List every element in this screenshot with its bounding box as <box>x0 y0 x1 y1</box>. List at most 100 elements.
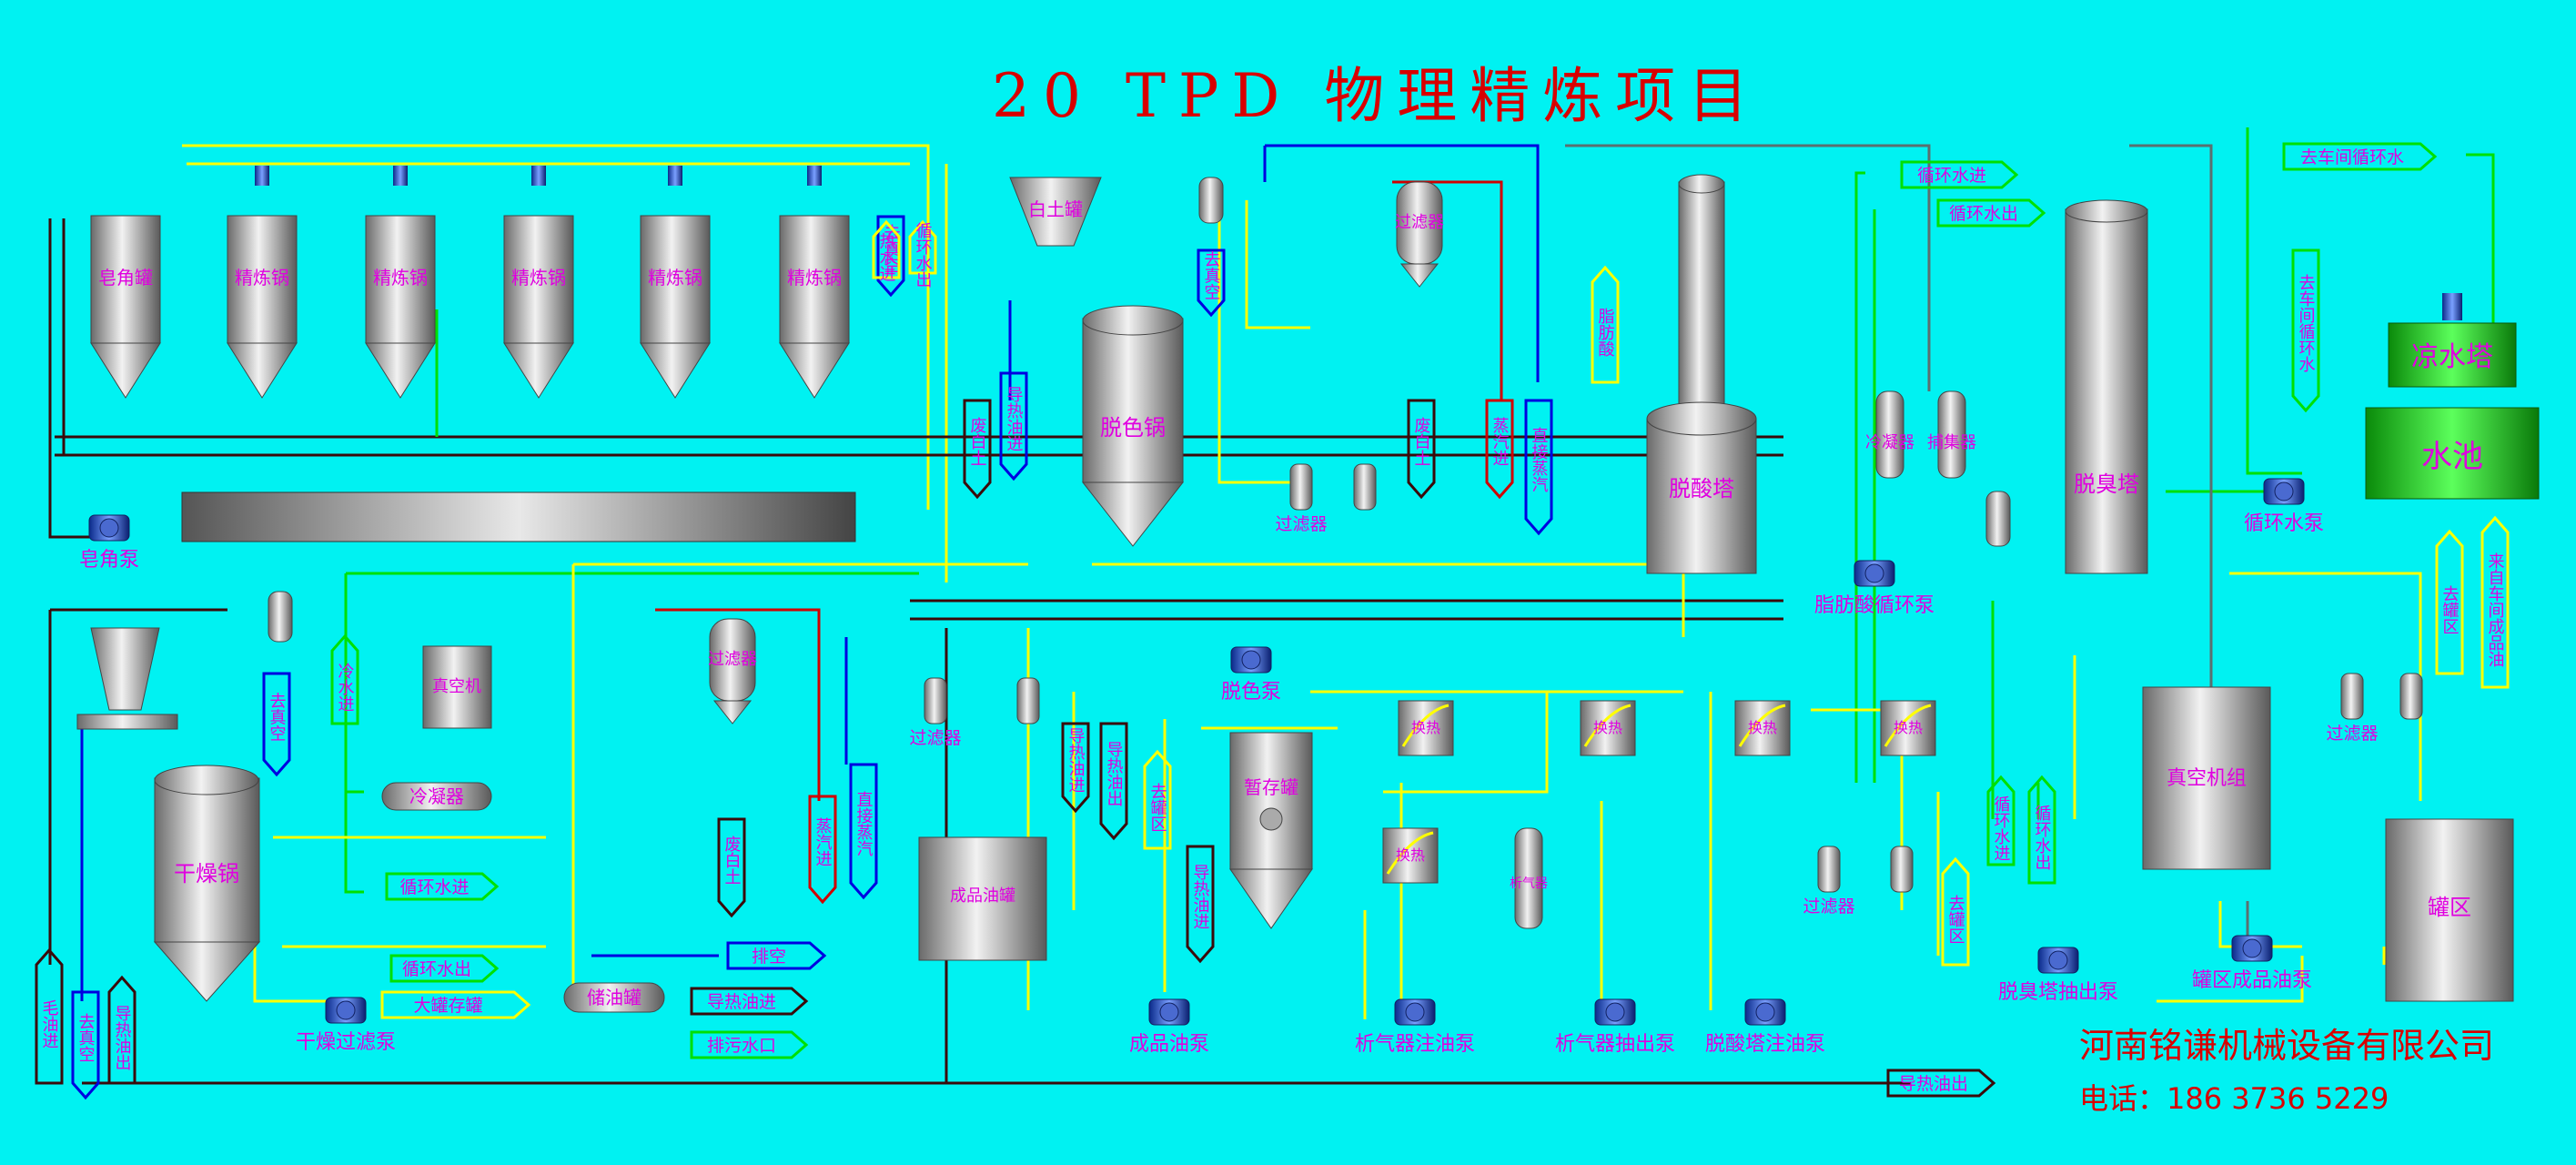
soap-tank-label: 皂角罐 <box>98 267 153 289</box>
product-pump-label: 成品油泵 <box>1129 1033 1209 1056</box>
heat-exchanger-4: 换热 <box>1880 700 1936 756</box>
filter-3-label: 过滤器 <box>1275 514 1327 534</box>
circ-water-in-left-label: 循环水进 <box>399 877 469 897</box>
filter-3: 过滤器 <box>1275 463 1328 534</box>
thermal-oil-out-box-label: 导热油出 <box>1899 1074 1968 1094</box>
steam-in-top: 蒸汽进 <box>1485 399 1514 500</box>
waste-clay-bleach: 废白土 <box>963 399 992 500</box>
product-oil-tank-label: 成品油罐 <box>950 886 1015 906</box>
small-tank-left <box>268 591 293 643</box>
heat-exchanger-1: 换热 <box>1398 700 1454 756</box>
product-oil-tank: 成品油罐 <box>918 836 1047 961</box>
small-vessel-deodor <box>1985 491 2011 547</box>
heat-exchanger-5-label: 换热 <box>1396 846 1425 864</box>
circ-water-in-top: 循环水进 <box>1900 160 2019 189</box>
clay-hopper: 白土罐 <box>1009 177 1102 247</box>
small-tank-top <box>1198 177 1224 224</box>
circ-out-right: 循环水出 <box>2027 775 2056 885</box>
heat-exchanger-3: 换热 <box>1734 700 1791 756</box>
generated-pumps: 皂角泵干燥过滤泵脱色泵成品油泵析气器注油泵析气器抽出泵脱酸塔注油泵脂肪酸循环泵脱… <box>79 478 2324 1056</box>
filter-5-label: 过滤器 <box>1803 897 1854 917</box>
to-workshop-water-box: 去车间循环水 <box>2282 142 2438 171</box>
temp-tank-label: 暂存罐 <box>1244 776 1298 798</box>
circ-water-out-top-label: 循环水出 <box>1949 204 2018 224</box>
big-tank-box-label: 大罐存罐 <box>413 996 482 1016</box>
deacid-tower-label: 脱酸塔 <box>1669 476 1734 501</box>
vacuum-machine-label: 真空机 <box>432 677 481 696</box>
to-tank-area-box: 去罐区 <box>1941 856 1970 967</box>
circ-out-right-label: 循环水出 <box>2033 805 2052 870</box>
deacid-feed-pump: 脱酸塔注油泵 <box>1705 998 1825 1056</box>
from-workshop-water-box: 去车间循环水 <box>2291 248 2320 413</box>
filter-7: 过滤器 <box>2326 673 2379 744</box>
to-vacuum-top: 去真空 <box>1197 248 1226 318</box>
refining-tank: 精炼锅 <box>365 166 436 399</box>
degasser-feed-pump: 析气器注油泵 <box>1355 998 1475 1056</box>
catcher: 捕集器 <box>1927 390 1976 479</box>
to-vacuum-bleach-label: 去真空 <box>882 224 901 273</box>
fatty-acid-pump-label: 脂肪酸循环泵 <box>1814 594 1935 617</box>
thermal-out-left: 导热油出 <box>107 975 136 1085</box>
thermal-out-left-label: 导热油出 <box>113 1005 132 1070</box>
clay-hopper-label: 白土罐 <box>1028 198 1083 220</box>
thermal-oil-in-box: 导热油进 <box>690 987 809 1016</box>
generated-vessels: 过滤器过滤器过滤器过滤器过滤器过滤器换热换热换热换热换热析气器冷凝器捕集器白土罐 <box>76 177 2423 929</box>
product-pump: 成品油泵 <box>1129 998 1209 1056</box>
refining-tank-label: 精炼锅 <box>787 267 842 289</box>
sewage-box-label: 排污水口 <box>707 1036 776 1056</box>
to-vacuum-left: 去真空 <box>71 990 100 1100</box>
degasser-feed-pump-label: 析气器注油泵 <box>1355 1033 1475 1056</box>
drying-pot: 干燥锅 <box>153 765 261 1002</box>
to-tank-area-right-label: 去罐区 <box>2440 585 2460 634</box>
tank-product-pump: 罐区成品油泵 <box>2192 935 2312 992</box>
to-vacuum-top-label: 去真空 <box>1202 250 1221 299</box>
filter-2 <box>1016 677 1040 724</box>
fatty-acid-box-label: 脂肪酸 <box>1596 308 1615 357</box>
vacuum-unit-label: 真空机组 <box>2167 767 2247 790</box>
filter-pot-2: 过滤器 <box>708 618 757 724</box>
hot-water-box-label: 热水进 <box>877 232 896 281</box>
water-pool-label: 水池 <box>2421 439 2483 475</box>
from-workshop-right-label: 来自车间成品油 <box>2486 552 2505 667</box>
company-name: 河南铭谦机械设备有限公司 <box>2079 1026 2494 1066</box>
thermal-oil-out-box: 导热油出 <box>1886 1069 1996 1098</box>
catcher-label: 捕集器 <box>1927 433 1976 452</box>
refining-tank-label: 精炼锅 <box>373 267 428 289</box>
steam-in-mid: 蒸汽进 <box>808 795 837 905</box>
thermal-in-mid-label: 导热油进 <box>1066 727 1086 793</box>
deacid-feed-pump-label: 脱酸塔注油泵 <box>1705 1033 1825 1056</box>
refining-tank-label: 精炼锅 <box>648 267 702 289</box>
filter-pot-1: 过滤器 <box>1395 181 1444 288</box>
waste-top-label: 废白土 <box>1412 417 1431 466</box>
soap-tank: 皂角罐 <box>90 215 161 399</box>
deodor-tower: 脱臭塔 <box>2065 199 2148 574</box>
thermal-in-low: 导热油进 <box>1186 845 1215 964</box>
circ-water-out-left-label: 循环水出 <box>402 959 471 979</box>
tank-area: 罐区 <box>2385 818 2514 1002</box>
sewage-box: 排污水口 <box>690 1030 809 1059</box>
circ-water-pump: 循环水泵 <box>2244 478 2324 535</box>
direct-steam-top: 直接蒸汽 <box>1524 399 1553 536</box>
refining-tank: 精炼锅 <box>227 166 298 399</box>
drying-filter-pump: 干燥过滤泵 <box>296 997 396 1054</box>
waste-clay-bleach-label: 废白土 <box>968 417 987 466</box>
thermal-out-mid: 导热油出 <box>1099 722 1128 841</box>
waste-clay-mid-label: 废白土 <box>722 836 742 885</box>
circ-out-box-label: 循环水出 <box>914 222 933 288</box>
pipe-network <box>48 127 2495 1085</box>
main-header-pipe <box>181 491 856 542</box>
phone-number: 电话：186 3736 5229 <box>2079 1081 2389 1116</box>
cooling-tower: 凉水塔 <box>2388 293 2517 388</box>
from-workshop-water-box-label: 去车间循环水 <box>2297 274 2316 372</box>
degasser: 析气器 <box>1510 827 1548 929</box>
deodor-tower-label: 脱臭塔 <box>2074 471 2139 497</box>
degasser-out-pump: 析气器抽出泵 <box>1555 998 1675 1056</box>
vent-box: 排空 <box>726 941 827 970</box>
to-vacuum-mid: 去真空 <box>262 672 291 777</box>
bleaching-pot-label: 脱色锅 <box>1100 415 1166 441</box>
tank-product-pump-label: 罐区成品油泵 <box>2192 969 2312 992</box>
circ-water-in-top-label: 循环水进 <box>1917 166 1986 186</box>
thermal-in-bleach: 导热油进 <box>999 371 1028 481</box>
filter-5: 过滤器 <box>1803 846 1855 917</box>
filter-pot-2-label: 过滤器 <box>708 650 757 669</box>
